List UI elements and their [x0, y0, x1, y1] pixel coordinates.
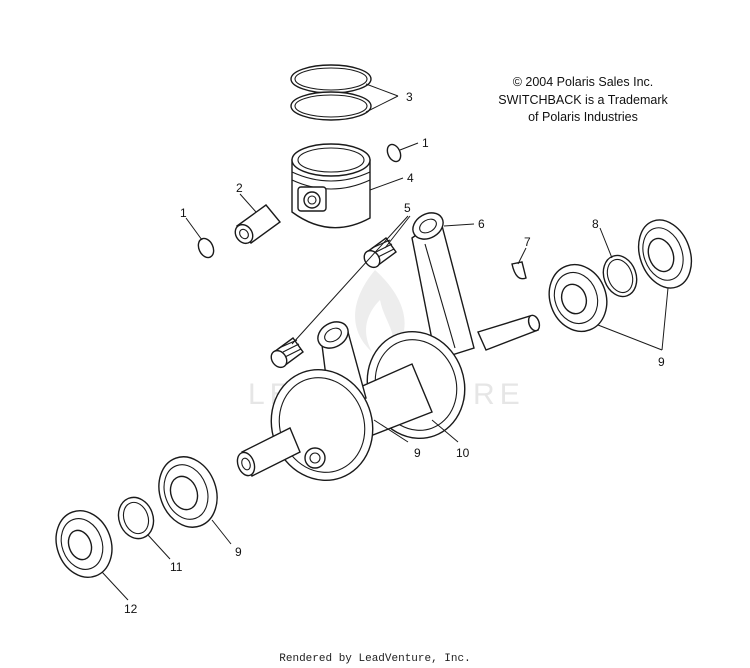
connecting-rod-rear[interactable]: [408, 208, 475, 361]
piston-rings[interactable]: [290, 64, 372, 121]
callout-1-right[interactable]: 1: [422, 136, 429, 150]
callout-7[interactable]: 7: [524, 235, 531, 249]
circlip-right[interactable]: [385, 142, 403, 163]
callout-11[interactable]: 11: [170, 560, 183, 574]
callout-10[interactable]: 10: [456, 446, 470, 460]
callouts: 1 1 2 3 4 5 6 7 8 9 9 9 10 11 12: [124, 90, 665, 616]
callout-3[interactable]: 3: [406, 90, 413, 104]
footer-credit: Rendered by LeadVenture, Inc.: [279, 653, 470, 665]
copyright-line-2: SWITCHBACK is a Trademark: [498, 93, 668, 107]
piston-ring-bottom: [290, 91, 372, 121]
callout-12[interactable]: 12: [124, 602, 138, 616]
callout-2[interactable]: 2: [236, 181, 243, 195]
copyright-block: © 2004 Polaris Sales Inc. SWITCHBACK is …: [498, 75, 668, 124]
needle-bearing-lower[interactable]: [268, 337, 304, 370]
piston[interactable]: [291, 143, 371, 229]
oil-seal[interactable]: [47, 503, 121, 585]
piston-pin[interactable]: [232, 204, 282, 247]
piston-ring-top: [290, 64, 372, 94]
needle-bearing-upper[interactable]: [361, 237, 397, 270]
callout-9-right[interactable]: 9: [658, 355, 665, 369]
spacer-ring[interactable]: [113, 492, 159, 543]
bearing-right-outer[interactable]: [630, 213, 701, 296]
flame-logo-icon: [355, 270, 405, 352]
circlip-left[interactable]: [195, 236, 216, 260]
seal-ring[interactable]: [598, 251, 642, 301]
callout-6[interactable]: 6: [478, 217, 485, 231]
bearing-right-inner[interactable]: [540, 256, 616, 339]
callout-1-left[interactable]: 1: [180, 206, 187, 220]
callout-4[interactable]: 4: [407, 171, 414, 185]
crankshaft[interactable]: [234, 314, 541, 495]
leader-lines: [101, 83, 669, 601]
callout-8[interactable]: 8: [592, 217, 599, 231]
callout-5[interactable]: 5: [404, 201, 411, 215]
bearing-left-middle[interactable]: [149, 449, 226, 536]
woodruff-key[interactable]: [511, 261, 527, 280]
callout-9-left[interactable]: 9: [235, 545, 242, 559]
copyright-line-1: © 2004 Polaris Sales Inc.: [513, 75, 654, 89]
callout-9-center[interactable]: 9: [414, 446, 421, 460]
copyright-line-3: of Polaris Industries: [528, 110, 638, 124]
